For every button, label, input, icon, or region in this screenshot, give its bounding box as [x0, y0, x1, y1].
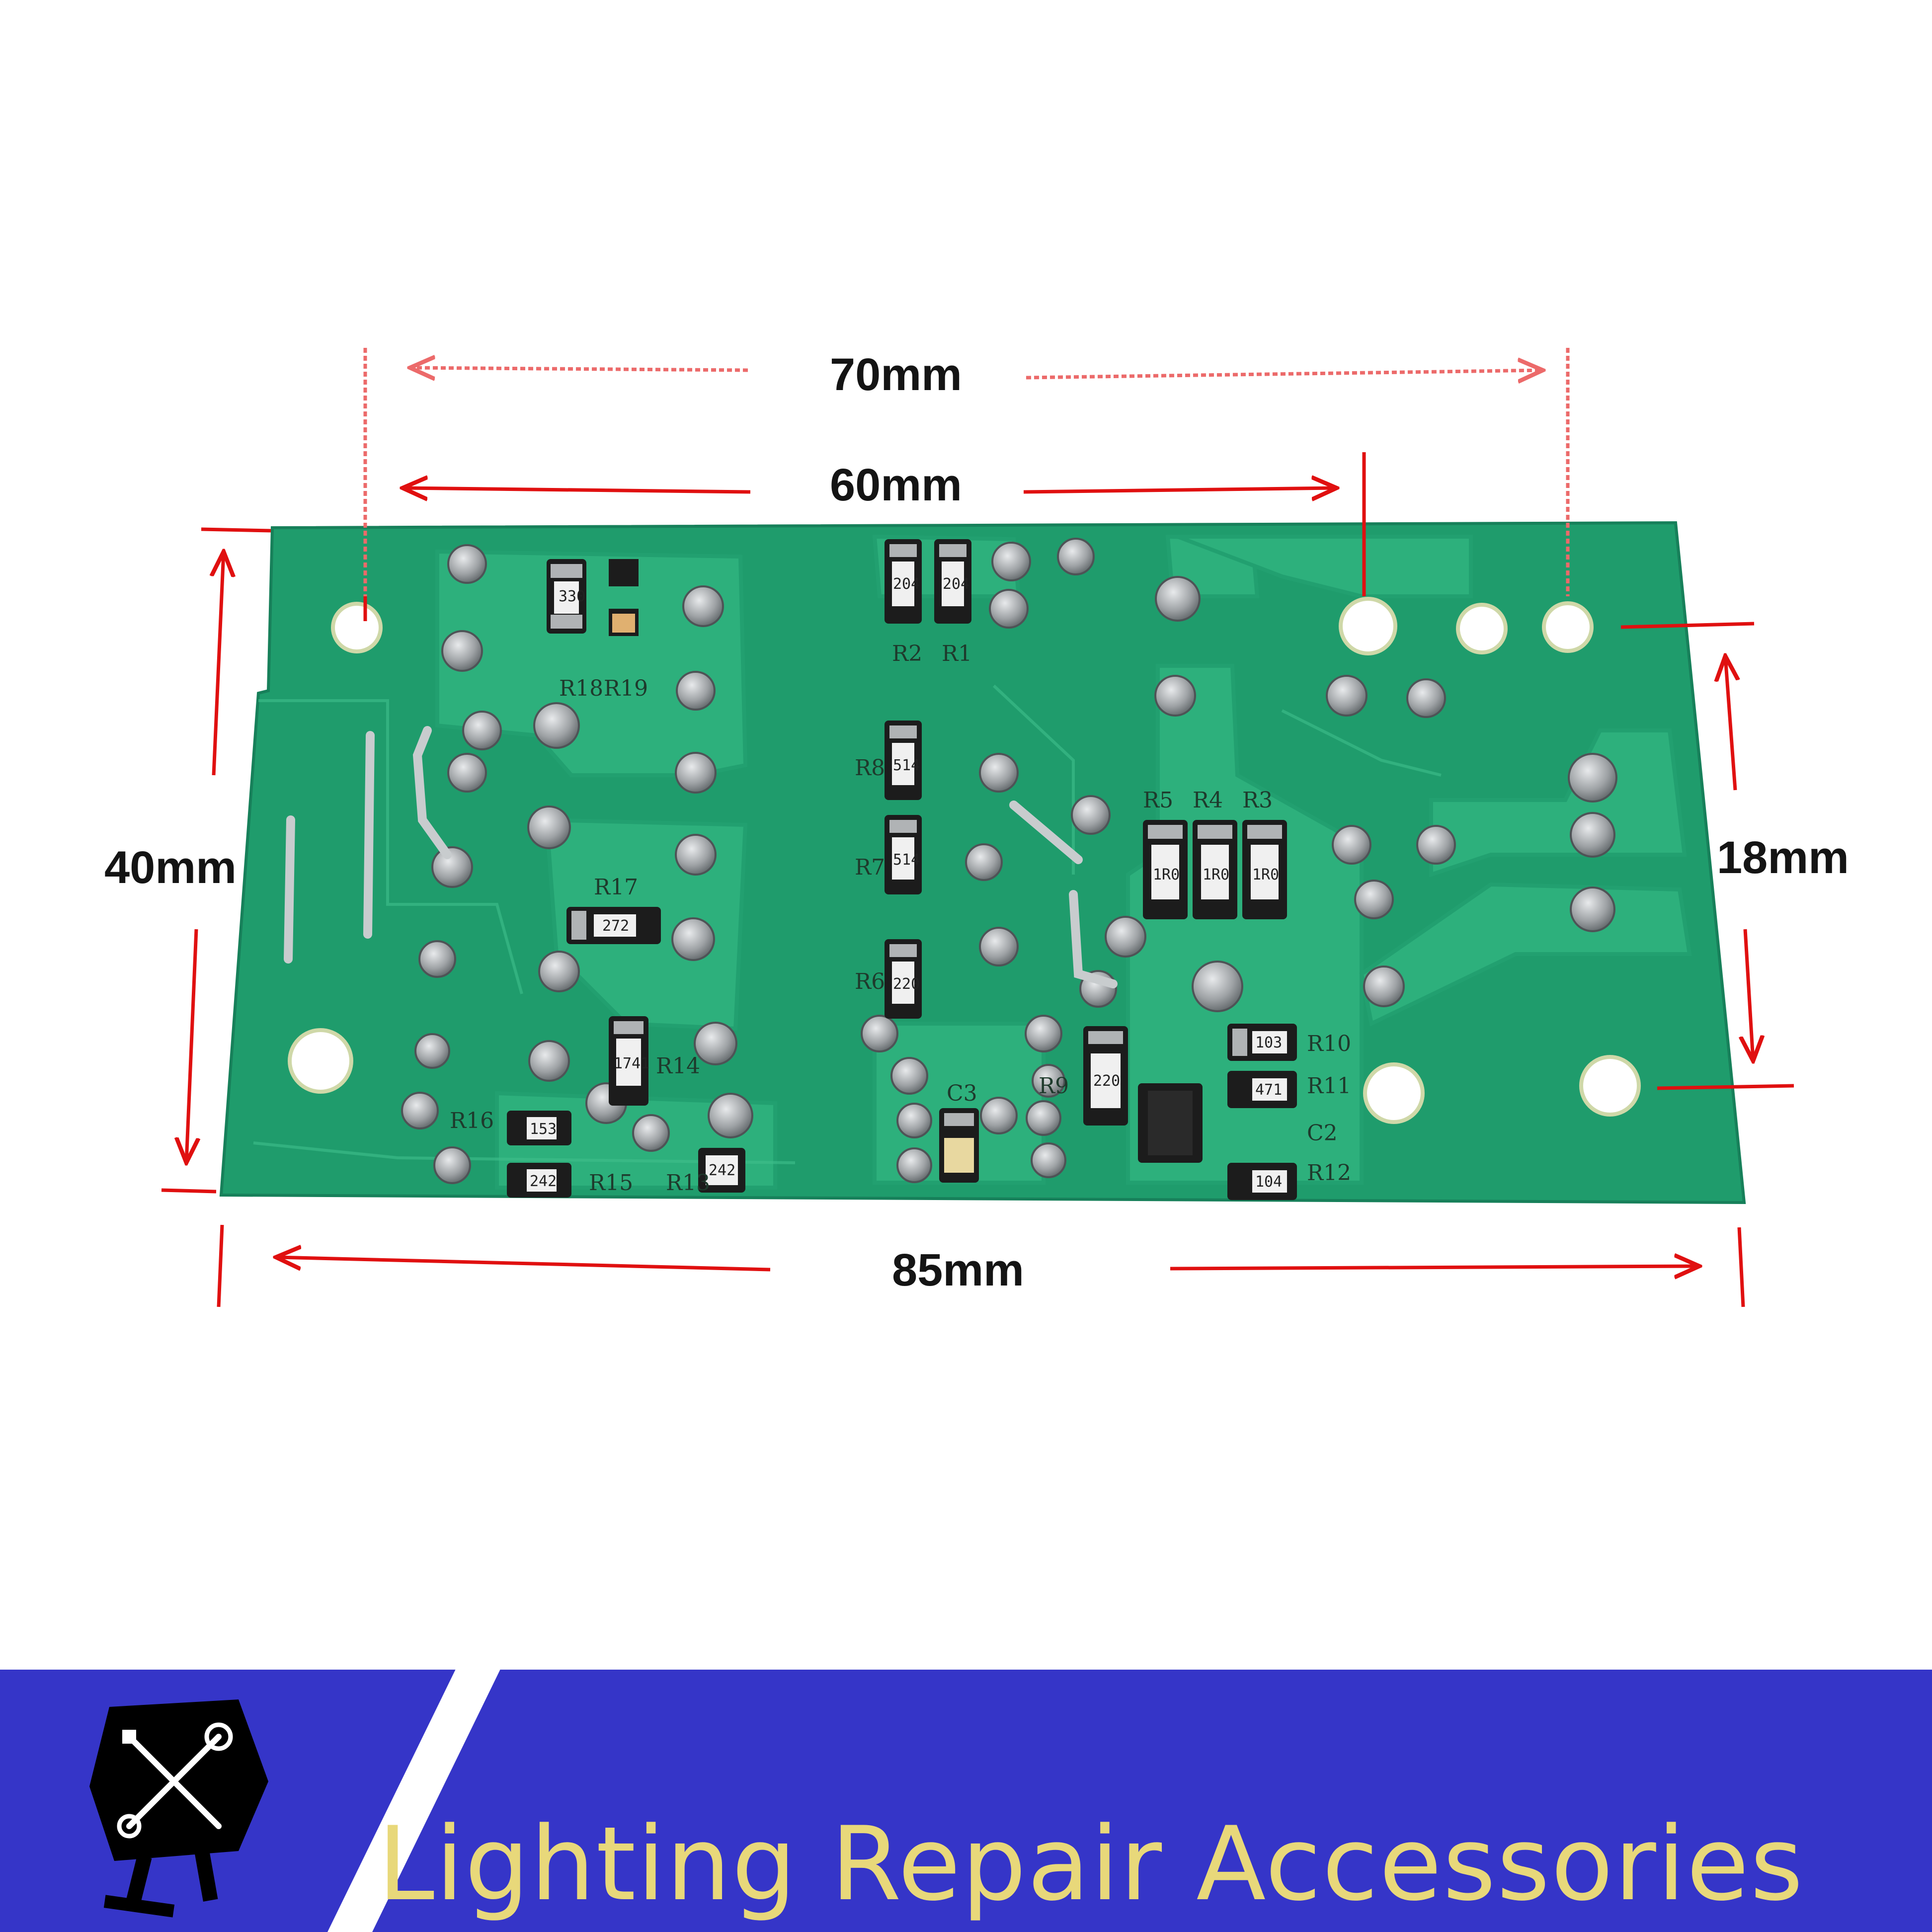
silk-label: R19	[604, 676, 648, 701]
dim-85mm-left-tick	[217, 1224, 224, 1307]
silk-label: R18	[559, 676, 603, 701]
dim-60mm-label: 60mm	[830, 460, 962, 510]
chip-code: 103	[1255, 1034, 1282, 1051]
dim-40mm-down-arrow	[186, 929, 196, 1163]
banner-title: Lighting Repair Accessories	[378, 1805, 1804, 1924]
chip-code: 104	[1255, 1173, 1282, 1191]
chip-codes: 330 204 204 514 514 220 1R0 1R0 1R0 272 …	[530, 575, 1282, 1191]
chip-code: 471	[1255, 1081, 1282, 1099]
jumper-wires	[284, 726, 1118, 988]
dim-18mm-up-arrow	[1725, 656, 1735, 791]
chip-code: 1R0	[1252, 866, 1279, 884]
pcb-board: 330 204 204 514 514 220 1R0 1R0 1R0 272 …	[219, 521, 1746, 1205]
silk-label: R6	[855, 969, 885, 994]
chip-code: 204	[943, 575, 969, 593]
silk-label: R4	[1193, 788, 1223, 813]
dim-40mm-up-arrow	[214, 552, 224, 776]
mounting-holes	[288, 597, 1641, 1124]
dimension-lines	[161, 348, 1794, 1307]
silk-label: R3	[1242, 788, 1273, 813]
dim-85mm-right-arrow	[1170, 1266, 1699, 1269]
dim-18mm-label: 18mm	[1717, 832, 1849, 883]
silk-label: R17	[594, 875, 638, 900]
silk-label: R14	[656, 1053, 700, 1079]
dim-60mm-right-arrow	[1023, 488, 1337, 492]
dim-60mm-left-arrow	[402, 488, 751, 492]
trace-lines	[253, 684, 1442, 1164]
dim-18mm-down-arrow	[1745, 929, 1753, 1061]
smd-components	[507, 539, 1297, 1200]
silk-label: R11	[1307, 1073, 1351, 1099]
chip-code: 514	[893, 851, 920, 869]
dim-85mm-right-tick	[1737, 1227, 1745, 1307]
dim-40mm-top-tick	[201, 527, 271, 533]
brand-banner	[0, 1670, 1932, 1932]
dim-40mm-bottom-tick	[161, 1188, 217, 1194]
dim-18mm-bottom-tick	[1657, 1084, 1794, 1090]
chip-code: 242	[709, 1162, 735, 1179]
silk-label: R7	[855, 855, 885, 880]
silk-label: C2	[1307, 1121, 1338, 1146]
silk-label: R13	[666, 1170, 710, 1196]
chip-code: 1R0	[1153, 866, 1180, 884]
chip-code: 514	[893, 757, 920, 774]
spotlight-with-crossed-tools-icon	[89, 1699, 268, 1918]
chip-code: 330	[559, 588, 585, 605]
dim-40mm-label: 40mm	[104, 842, 237, 893]
solder-joints	[401, 538, 1617, 1184]
silk-label: R8	[855, 755, 885, 781]
silk-label: R15	[589, 1170, 633, 1196]
chip-code: 1R0	[1203, 866, 1229, 884]
dim-70mm-label: 70mm	[830, 349, 962, 400]
dim-18mm-top-tick	[1620, 622, 1755, 629]
chip-code: 220	[893, 975, 920, 993]
dim-70mm-lines	[363, 348, 1570, 596]
dim-85mm-left-arrow	[276, 1257, 771, 1272]
silk-label: R1	[942, 641, 972, 666]
silk-label: R2	[892, 641, 922, 666]
silk-label: R12	[1307, 1160, 1351, 1186]
chip-code: 1741	[614, 1055, 649, 1072]
silk-label: R10	[1307, 1031, 1351, 1056]
silk-label: R5	[1143, 788, 1173, 813]
chip-code: 272	[602, 917, 629, 935]
chip-code: 204	[893, 575, 920, 593]
dim-85mm-label: 85mm	[892, 1245, 1024, 1295]
chip-code: 220	[1093, 1072, 1120, 1090]
silk-label: R16	[450, 1108, 494, 1133]
silkscreen-labels: R18 R19 R2 R1 R8 R7 R6 C3 R9 R5 R4 R3 R1…	[450, 641, 1351, 1196]
chip-code: 153	[530, 1121, 557, 1138]
silk-label: C3	[947, 1081, 977, 1106]
silk-label: R9	[1039, 1073, 1069, 1099]
chip-code: 242	[530, 1173, 557, 1190]
